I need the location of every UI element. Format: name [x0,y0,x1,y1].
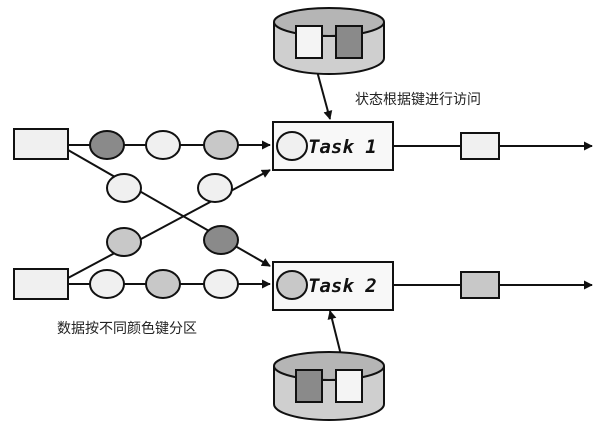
state-store-1 [273,7,385,75]
task-2-input-record [276,270,308,300]
record-light [203,269,239,299]
record-light [106,173,142,203]
record-light [145,130,181,160]
task-2-node: Task 2 [272,261,394,311]
task-1-input-record [276,131,308,161]
state-access-annotation: 状态根据键进行访问 [355,92,481,108]
edge-src2-to-task1 [67,169,271,279]
record-light [89,269,125,299]
state-entry-light [335,369,363,403]
record-light [197,173,233,203]
output-box-1 [460,132,500,160]
state-entry-light [295,25,323,59]
task-1-label: Task 1 [308,136,377,158]
task-2-label: Task 2 [308,275,377,297]
task-1-node: Task 1 [272,121,394,171]
state-store-2 [273,351,385,421]
source-box-2 [13,268,69,300]
record-medium [106,227,142,257]
source-box-1 [13,128,69,160]
record-medium [145,269,181,299]
record-dark [89,130,125,160]
partition-annotation: 数据按不同颜色键分区 [57,321,197,337]
edge-src1-to-task2 [67,149,271,267]
state-entry-dark [295,369,323,403]
output-box-2 [460,271,500,299]
state-entry-dark [335,25,363,59]
record-dark [203,225,239,255]
record-medium [203,130,239,160]
